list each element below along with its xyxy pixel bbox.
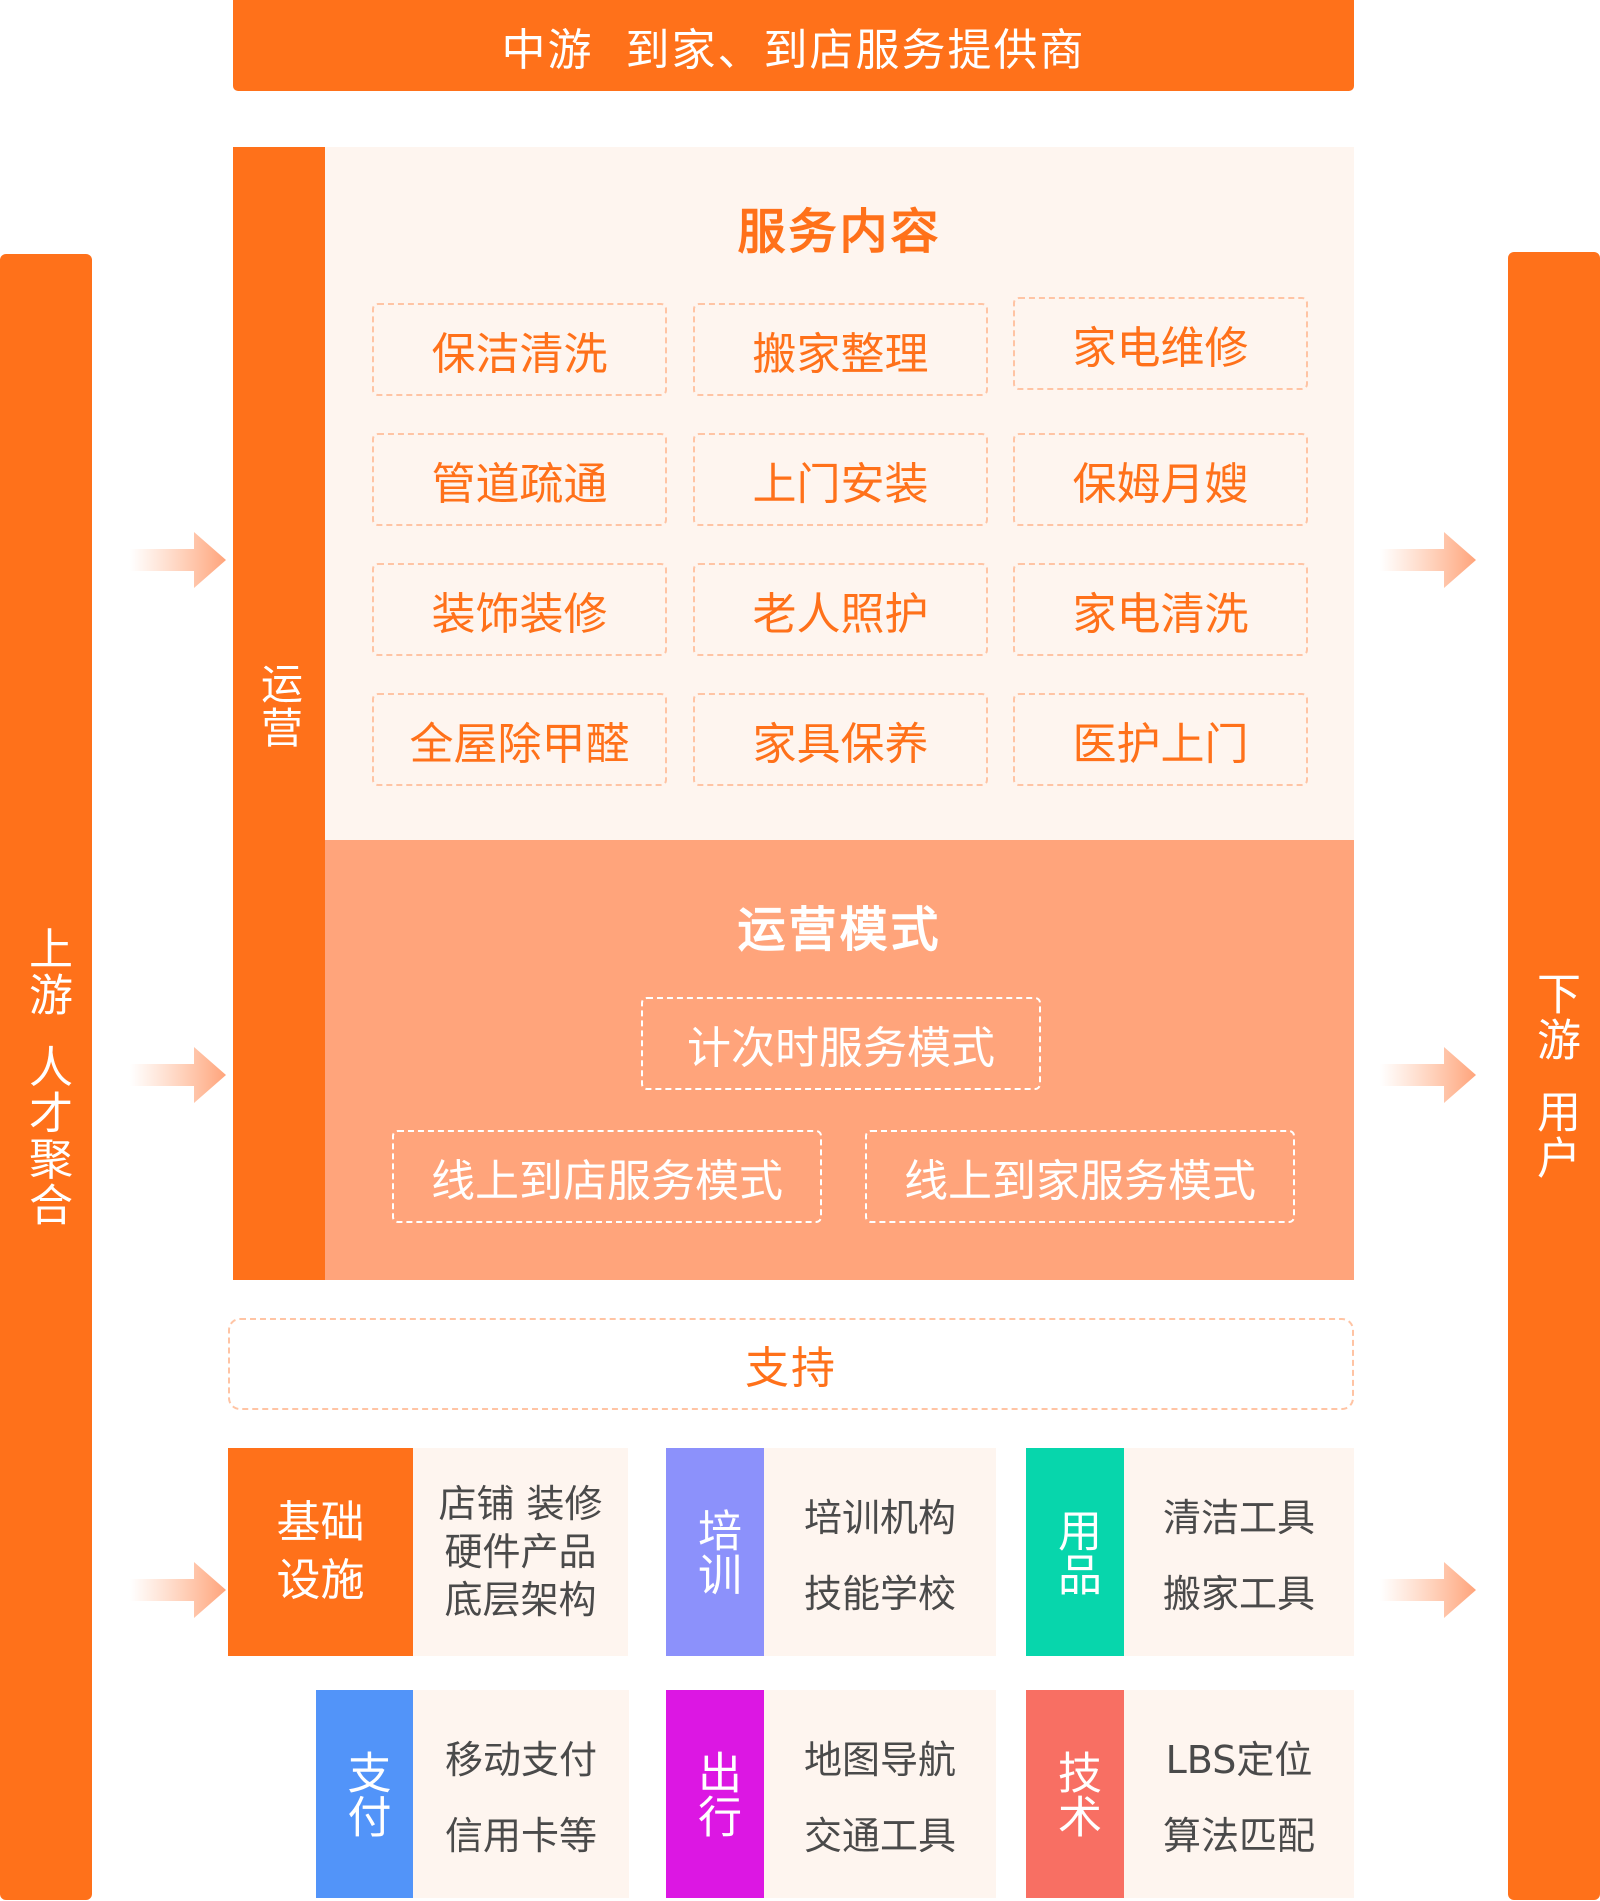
card-item: 硬件产品 [444, 1530, 597, 1574]
card-item: 移动支付 [444, 1737, 597, 1782]
service-item: 全屋除甲醛 [372, 693, 667, 786]
service-item: 保姆月嫂 [1013, 433, 1308, 526]
card-body: 培训机构 技能学校 [764, 1448, 996, 1656]
operating-mode-panel: 运营模式 计次时服务模式 线上到店服务模式 线上到家服务模式 [325, 840, 1354, 1280]
card-tag: 基础 设施 [228, 1448, 413, 1656]
right-arrow-icon [130, 1562, 226, 1618]
mode-item: 计次时服务模式 [641, 997, 1041, 1090]
card-tag-label: 用品 [1050, 1508, 1101, 1596]
operations-label: 运营 [254, 662, 304, 750]
support-header: 支持 [228, 1318, 1354, 1410]
right-arrow-icon [130, 532, 226, 588]
service-item: 保洁清洗 [372, 303, 667, 396]
downstream-label: 下游 [1529, 971, 1580, 1063]
card-item: 培训机构 [803, 1495, 956, 1540]
card-tag-label: 出行 [690, 1750, 741, 1838]
upstream-label: 上游 [21, 926, 72, 1018]
card-item: 搬家工具 [1162, 1571, 1315, 1616]
support-card-technology: 技术 LBS定位 算法匹配 [1026, 1690, 1354, 1898]
card-item: 算法匹配 [1162, 1813, 1315, 1858]
support-title: 支持 [745, 1343, 837, 1394]
service-item: 管道疏通 [372, 433, 667, 526]
card-tag: 技术 [1026, 1690, 1124, 1898]
right-arrow-icon [1380, 1047, 1476, 1103]
card-item: 地图导航 [803, 1737, 956, 1782]
service-item: 上门安装 [693, 433, 988, 526]
card-item: 信用卡等 [444, 1813, 597, 1858]
service-item: 老人照护 [693, 563, 988, 656]
card-body: 店铺 装修 硬件产品 底层架构 [413, 1448, 628, 1656]
service-item: 家电维修 [1013, 297, 1308, 390]
support-card-transport: 出行 地图导航 交通工具 [666, 1690, 996, 1898]
card-body: 地图导航 交通工具 [764, 1690, 996, 1898]
card-body: 移动支付 信用卡等 [413, 1690, 629, 1898]
service-item: 家电清洗 [1013, 563, 1308, 656]
card-body: 清洁工具 搬家工具 [1124, 1448, 1354, 1656]
midstream-banner-label: 中游 到家、到店服务提供商 [501, 24, 1086, 76]
card-item: 交通工具 [803, 1813, 956, 1858]
service-content-title: 服务内容 [737, 204, 942, 260]
card-body: LBS定位 算法匹配 [1124, 1690, 1354, 1898]
service-item: 搬家整理 [693, 303, 988, 396]
card-item: 技能学校 [803, 1571, 956, 1616]
card-item: 底层架构 [444, 1578, 597, 1622]
card-item: LBS定位 [1165, 1737, 1313, 1782]
right-arrow-icon [1380, 1562, 1476, 1618]
card-tag: 支付 [316, 1690, 413, 1898]
support-card-training: 培训 培训机构 技能学校 [666, 1448, 996, 1656]
card-item: 清洁工具 [1162, 1495, 1315, 1540]
service-content-panel: 服务内容 保洁清洗 搬家整理 家电维修 管道疏通 上门安装 保姆月嫂 装饰装修 … [325, 147, 1354, 840]
midstream-banner: 中游 到家、到店服务提供商 [233, 0, 1354, 91]
card-tag-label: 培训 [690, 1508, 741, 1596]
right-arrow-icon [1380, 532, 1476, 588]
talent-aggregation-label: 人才聚合 [21, 1044, 72, 1228]
service-item: 家具保养 [693, 693, 988, 786]
card-tag-line: 基础 [276, 1497, 365, 1548]
downstream-bar: 下游 用户 [1508, 252, 1600, 1900]
card-tag-label: 支付 [339, 1750, 391, 1838]
right-arrow-icon [130, 1047, 226, 1103]
card-tag: 培训 [666, 1448, 764, 1656]
mode-item: 线上到家服务模式 [865, 1130, 1295, 1223]
upstream-bar: 上游 人才聚合 [0, 254, 92, 1900]
service-item: 医护上门 [1013, 693, 1308, 786]
users-label: 用户 [1529, 1089, 1580, 1181]
operating-mode-title: 运营模式 [737, 902, 942, 958]
card-tag-label: 技术 [1050, 1750, 1101, 1838]
card-tag-line: 设施 [276, 1555, 365, 1606]
support-card-supplies: 用品 清洁工具 搬家工具 [1026, 1448, 1354, 1656]
service-item: 装饰装修 [372, 563, 667, 656]
operations-strip: 运营 [233, 147, 325, 1280]
card-tag: 用品 [1026, 1448, 1124, 1656]
card-item: 店铺 装修 [438, 1482, 603, 1526]
mode-item: 线上到店服务模式 [392, 1130, 822, 1223]
card-tag: 出行 [666, 1690, 764, 1898]
support-card-infrastructure: 基础 设施 店铺 装修 硬件产品 底层架构 [228, 1448, 628, 1656]
support-card-payment: 支付 移动支付 信用卡等 [316, 1690, 629, 1898]
